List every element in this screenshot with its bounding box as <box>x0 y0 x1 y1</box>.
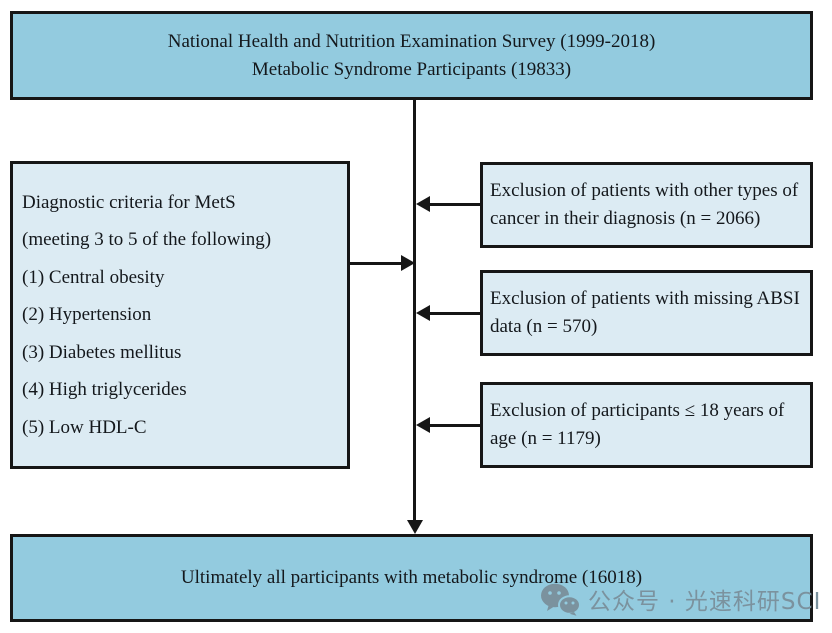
exclusion-box-absi: Exclusion of patients with missing ABSI … <box>480 270 813 356</box>
main-vertical-connector <box>413 100 416 521</box>
arrowhead-left-icon-1 <box>416 196 430 212</box>
criteria-subtitle: (meeting 3 to 5 of the following) <box>22 229 272 251</box>
watermark-text: 公众号 · 光速科研SCI <box>588 589 822 615</box>
arrowhead-left-icon-2 <box>416 305 430 321</box>
exclusion-box-cancer: Exclusion of patients with other types o… <box>480 162 813 248</box>
exclusion-connector-1 <box>429 203 480 206</box>
top-box: National Health and Nutrition Examinatio… <box>10 11 813 100</box>
wechat-icon <box>541 583 581 616</box>
exclusion-box-age: Exclusion of participants ≤ 18 years of … <box>480 382 813 468</box>
final-box-text: Ultimately all participants with metabol… <box>180 567 643 588</box>
criteria-item-3: (3) Diabetes mellitus <box>22 341 182 363</box>
arrowhead-down-icon <box>407 520 423 534</box>
criteria-box: Diagnostic criteria for MetS (meeting 3 … <box>10 161 350 469</box>
arrowhead-left-icon-3 <box>416 417 430 433</box>
exclusion-connector-2 <box>429 312 480 315</box>
top-box-line-2: Metabolic Syndrome Participants (19833) <box>251 58 572 80</box>
exclusion-box-absi-text: Exclusion of patients with missing ABSI … <box>490 288 800 337</box>
exclusion-box-age-text: Exclusion of participants ≤ 18 years of … <box>490 400 785 449</box>
exclusion-box-cancer-text: Exclusion of patients with other types o… <box>490 180 799 229</box>
top-box-line-1: National Health and Nutrition Examinatio… <box>167 30 656 52</box>
arrowhead-right-icon <box>401 255 415 271</box>
criteria-item-4: (4) High triglycerides <box>22 379 187 401</box>
watermark: 公众号 · 光速科研SCI <box>540 582 821 616</box>
criteria-item-5: (5) Low HDL-C <box>22 416 147 438</box>
exclusion-connector-3 <box>429 424 480 427</box>
final-box: Ultimately all participants with metabol… <box>10 534 813 622</box>
criteria-item-1: (1) Central obesity <box>22 266 165 288</box>
criteria-connector <box>350 262 402 265</box>
criteria-title: Diagnostic criteria for MetS <box>22 191 236 213</box>
criteria-item-2: (2) Hypertension <box>22 304 152 326</box>
